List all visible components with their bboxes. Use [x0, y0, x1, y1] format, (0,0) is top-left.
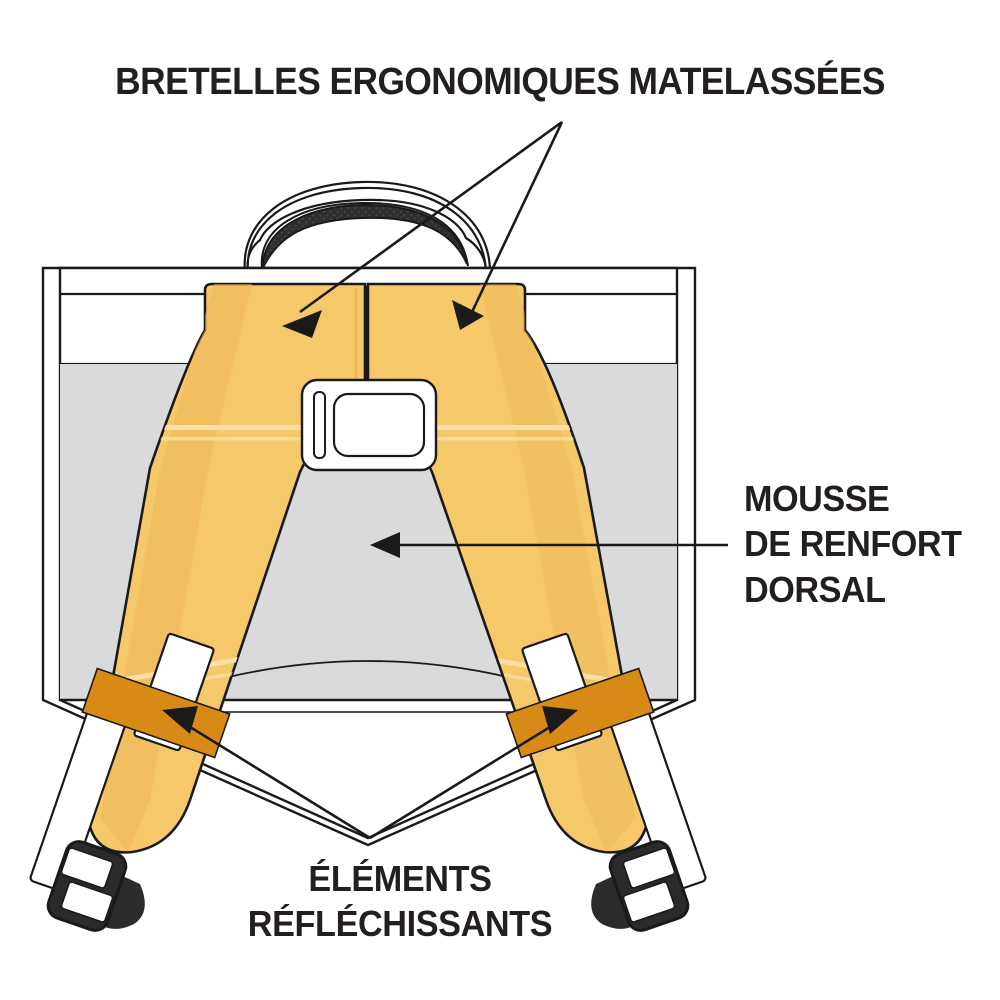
- buckle-right: [591, 840, 690, 932]
- leader-foam: [370, 532, 728, 558]
- leader-reflective-left: [162, 706, 371, 840]
- reflective-band-right: [505, 632, 707, 894]
- carry-handle: [243, 180, 492, 273]
- buckle-left: [46, 840, 145, 932]
- leader-straps-left: [282, 120, 563, 338]
- leader-straps-right: [452, 121, 564, 330]
- annotation-reflective-elements: ÉLÉMENTS RÉFLÉCHISSANTS: [247, 858, 553, 945]
- strap-adjuster-plate: [300, 378, 438, 472]
- annotation-back-support-foam: MOUSSE DE RENFORT DORSAL: [744, 478, 962, 610]
- annotation-padded-ergonomic-straps: BRETELLES ERGONOMIQUES MATELASSÉES: [115, 61, 885, 103]
- handle-grip: [261, 203, 468, 269]
- reflective-band-left: [29, 632, 231, 894]
- leader-reflective-right: [369, 706, 578, 840]
- leader-lines: [162, 120, 728, 840]
